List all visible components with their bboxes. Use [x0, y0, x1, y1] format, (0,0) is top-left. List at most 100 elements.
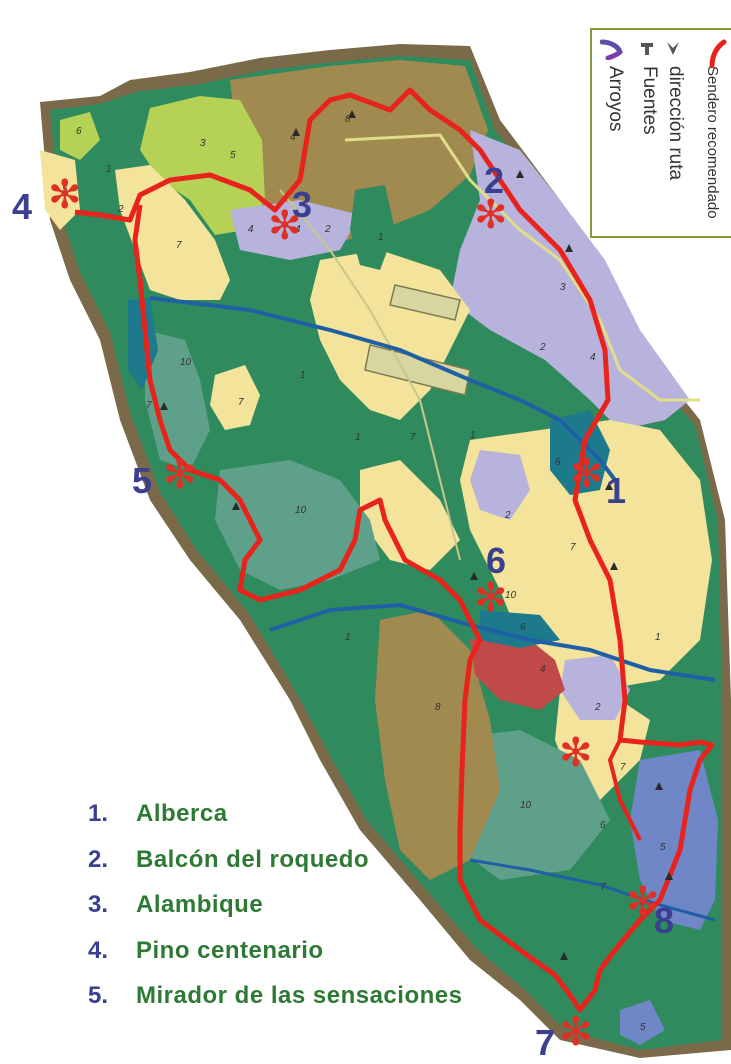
svg-text:5: 5 — [230, 150, 236, 161]
legend-route-label: Sendero recomendado — [704, 66, 721, 219]
stop-7-star-icon: ✻ — [559, 1010, 593, 1054]
svg-text:7: 7 — [176, 240, 182, 251]
direction-arrow-icon — [667, 42, 679, 55]
svg-text:10: 10 — [295, 505, 307, 516]
stop-number: 8 — [654, 900, 675, 941]
svg-text:5: 5 — [640, 1022, 646, 1033]
zone-lightgreen-2 — [60, 112, 100, 160]
svg-text:4: 4 — [295, 224, 301, 235]
svg-text:10: 10 — [505, 590, 517, 601]
svg-text:7: 7 — [600, 882, 606, 893]
star-marker-icon: ✻ — [559, 731, 593, 775]
svg-text:7: 7 — [146, 400, 152, 411]
star-marker-icon: ✻ — [268, 204, 302, 248]
place-name: Pino centenario — [136, 936, 324, 964]
legend-direction-label: dirección ruta — [665, 66, 686, 181]
stop-number: 6 — [486, 540, 507, 581]
svg-text:4: 4 — [290, 132, 296, 143]
track-line-2 — [279, 189, 461, 561]
place-name: Balcón del roquedo — [136, 845, 370, 873]
zone-cream-west — [115, 165, 230, 300]
svg-text:2: 2 — [594, 702, 601, 713]
place-number: 1. — [88, 800, 109, 827]
svg-text:7: 7 — [410, 432, 416, 443]
place-name: Alberca — [136, 800, 228, 827]
svg-text:2: 2 — [504, 510, 511, 521]
place-number: 3. — [88, 891, 109, 918]
stream-south — [469, 858, 716, 922]
zone-cream-mid — [360, 460, 460, 570]
service-road-1 — [389, 284, 461, 321]
zone-lavender-east — [450, 130, 690, 430]
svg-text:1: 1 — [355, 432, 361, 443]
stop-number: 5 — [132, 460, 153, 501]
route-legend-icon — [709, 39, 727, 68]
place-name: Mirador de las sensaciones — [136, 982, 463, 1009]
svg-text:8: 8 — [435, 702, 441, 713]
stop-number: 1 — [606, 470, 627, 511]
stream-north — [149, 296, 617, 482]
zone-darkgreen-blob — [350, 185, 395, 270]
svg-text:2: 2 — [539, 342, 546, 353]
zone-teal-center — [215, 460, 380, 590]
zone-lavender-mid — [470, 450, 530, 520]
svg-text:4: 4 — [590, 352, 596, 363]
star-marker-icon: ✻ — [474, 576, 508, 620]
svg-text:8: 8 — [345, 114, 351, 125]
zone-lavender-south — [560, 655, 630, 720]
star-marker-icon: ✻ — [474, 193, 508, 237]
zone-darkteal-3 — [480, 610, 560, 648]
svg-text:3: 3 — [200, 138, 206, 149]
legend-fountains-label: Fuentes — [639, 66, 660, 135]
stream-middle — [269, 602, 716, 682]
svg-text:10: 10 — [180, 357, 192, 368]
service-road-2 — [364, 344, 471, 396]
star-marker-icon: ✻ — [163, 453, 197, 497]
track-line — [344, 133, 700, 402]
legend-streams-label: Arroyos — [605, 66, 626, 132]
svg-text:7: 7 — [570, 542, 576, 553]
svg-text:2: 2 — [117, 204, 124, 215]
star-marker-icon: ✻ — [626, 880, 660, 924]
zone-lightgreen — [140, 96, 265, 235]
stop-number: 4 — [12, 186, 33, 227]
recommended-route — [74, 87, 715, 1013]
svg-text:3: 3 — [560, 282, 566, 293]
place-number: 2. — [88, 845, 109, 873]
stream-icon — [600, 39, 623, 60]
zone-cream-northwest — [40, 150, 80, 230]
star-marker-icon: ✻ — [48, 173, 82, 217]
svg-text:1: 1 — [470, 430, 476, 441]
map-legend: Sendero recomendado dirección ruta Fuent… — [590, 28, 731, 238]
svg-text:7: 7 — [238, 397, 244, 408]
stop-number: 7 — [535, 1022, 556, 1063]
svg-text:1: 1 — [300, 370, 306, 381]
star-marker-icon: ✻ — [570, 452, 604, 496]
place-name: Alambique — [136, 891, 264, 918]
svg-text:1: 1 — [345, 632, 351, 643]
svg-text:1: 1 — [655, 632, 661, 643]
svg-text:5: 5 — [660, 842, 666, 853]
route-branch — [607, 739, 642, 841]
zone-bluegrey-2 — [620, 1000, 665, 1045]
zone-teal-west — [145, 330, 210, 470]
svg-text:6: 6 — [520, 622, 526, 633]
svg-text:5: 5 — [62, 184, 68, 195]
svg-text:6: 6 — [600, 820, 606, 831]
svg-text:2: 2 — [324, 224, 331, 235]
svg-text:4: 4 — [540, 664, 546, 675]
place-number: 5. — [88, 982, 109, 1009]
svg-text:4: 4 — [248, 224, 254, 235]
place-number: 4. — [88, 936, 109, 964]
svg-text:8: 8 — [640, 897, 646, 908]
svg-text:1: 1 — [106, 164, 112, 175]
zone-cream-blob — [210, 365, 260, 430]
svg-text:10: 10 — [520, 800, 532, 811]
stop-number: 3 — [292, 184, 313, 225]
zone-lavender-west — [230, 200, 360, 260]
svg-text:6: 6 — [555, 457, 561, 468]
zone-darkteal-2 — [550, 410, 610, 495]
svg-text:7: 7 — [620, 762, 626, 773]
